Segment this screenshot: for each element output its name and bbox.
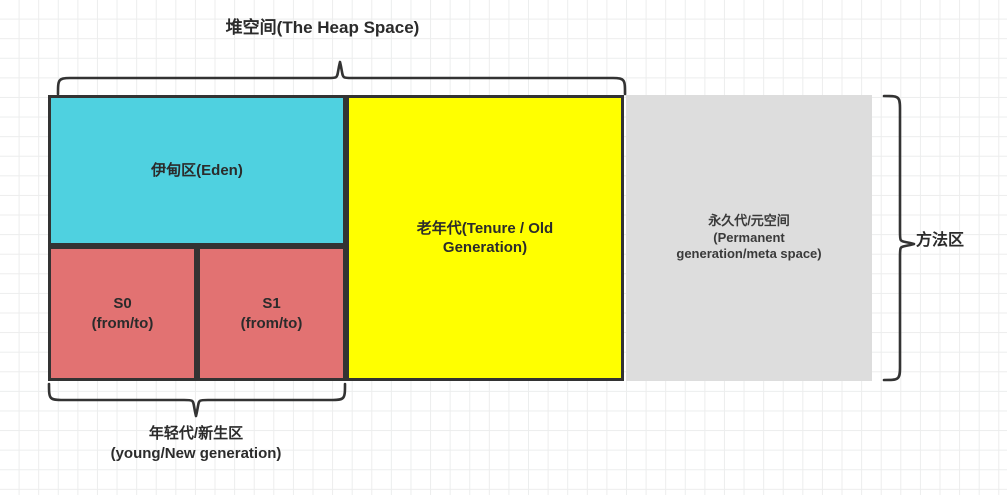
eden-box[interactable]: 伊甸区(Eden): [48, 95, 346, 246]
top-brace: [56, 60, 627, 96]
old-generation-box[interactable]: 老年代(Tenure / Old Generation): [346, 95, 624, 381]
right-brace: [882, 94, 916, 382]
permanent-generation-box[interactable]: 永久代/元空间 (Permanent generation/meta space…: [626, 95, 872, 381]
method-area-label: 方法区: [916, 232, 965, 249]
young-generation-label: 年轻代/新生区 (young/New generation): [110, 425, 282, 462]
s1-box[interactable]: S1 (from/to): [197, 246, 346, 381]
heap-space-title: 堆空间(The Heap Space): [225, 18, 420, 37]
s0-box[interactable]: S0 (from/to): [48, 246, 197, 381]
bottom-brace: [47, 382, 347, 418]
